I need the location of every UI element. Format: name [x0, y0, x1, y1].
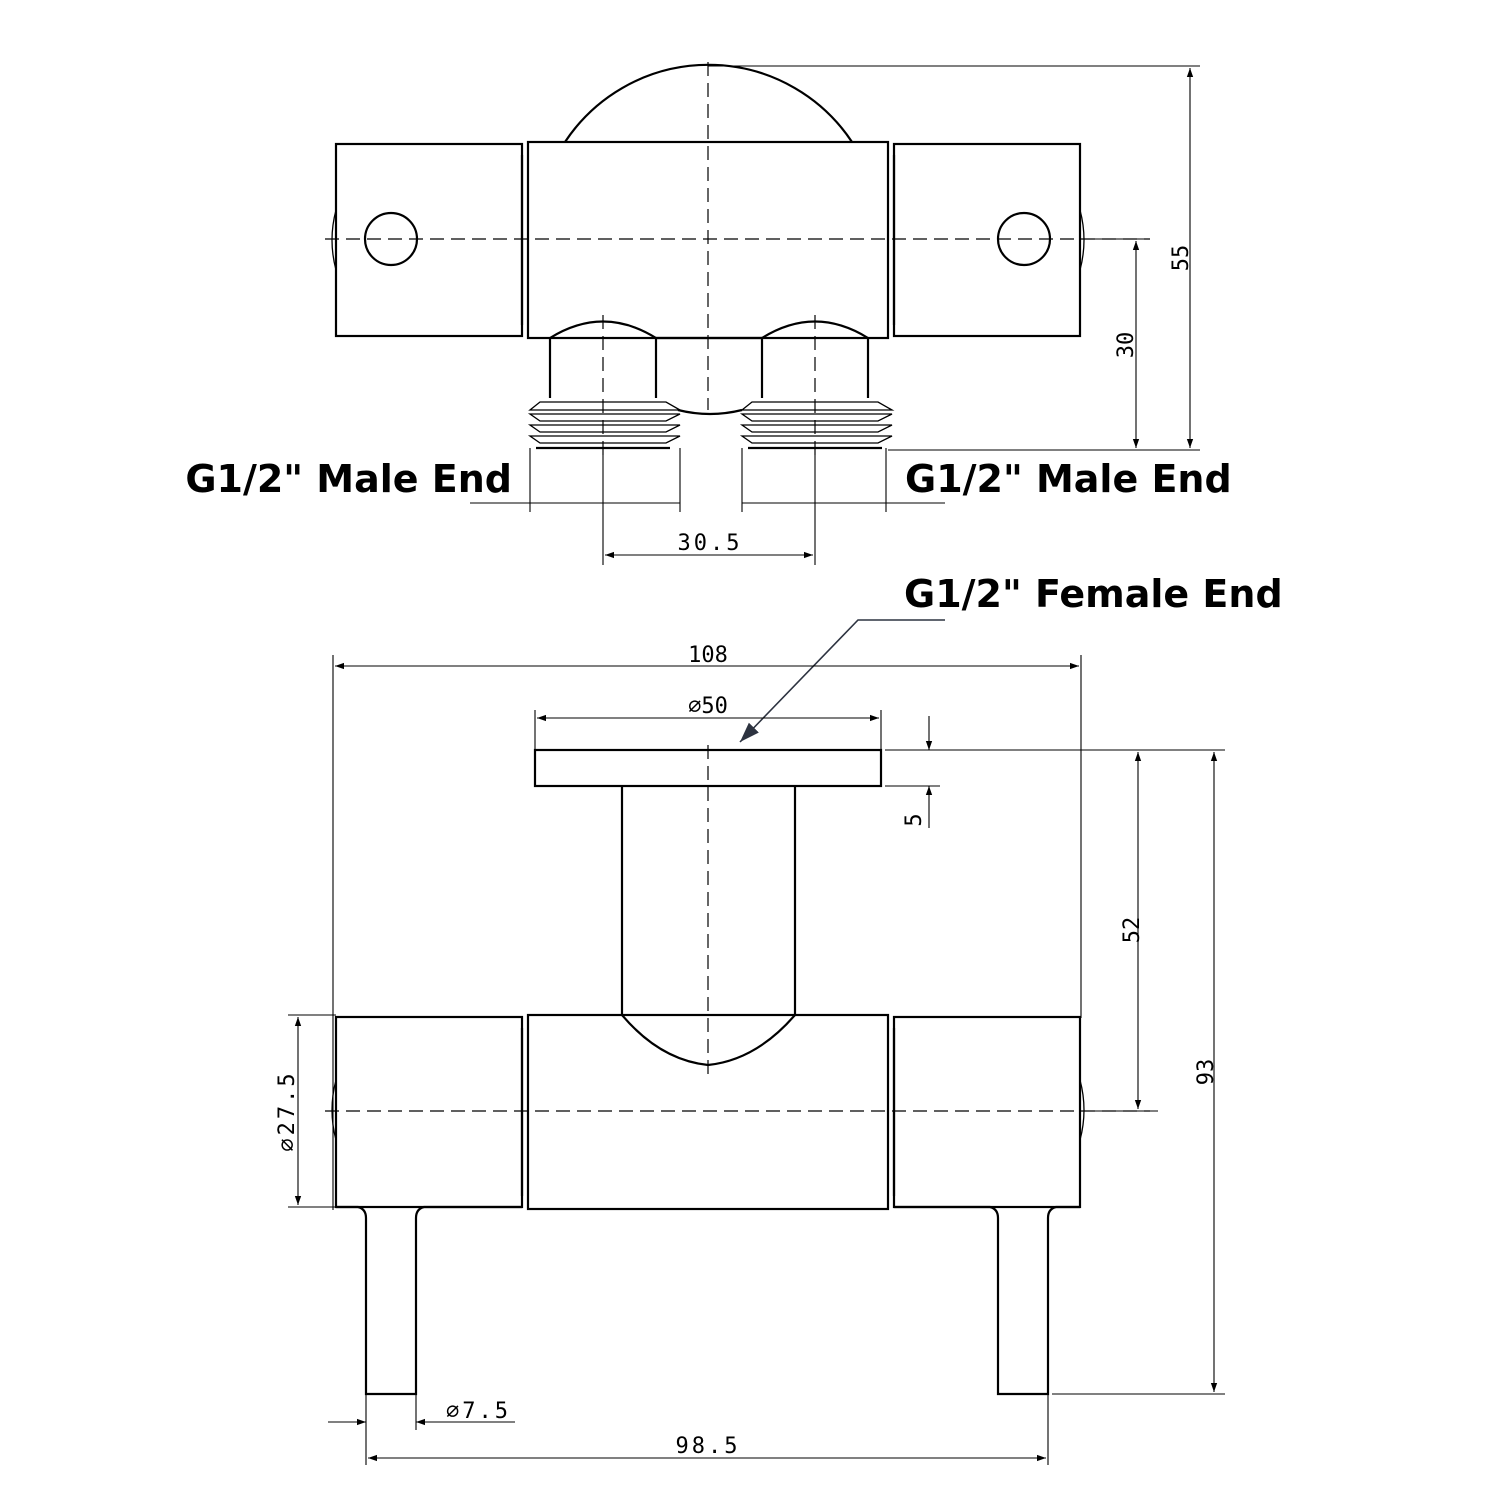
- dim-flange-diameter: ⌀50: [688, 694, 728, 719]
- callout-male-end-left: G1/2" Male End: [185, 457, 512, 501]
- dim-body-diameter: ⌀27.5: [275, 1070, 300, 1151]
- top-right-outlet: [739, 320, 895, 450]
- front-view: G1/2" Female End 108 ⌀50 5: [275, 572, 1283, 1465]
- front-right-end-block: [892, 1015, 1082, 1209]
- dim-flange-thickness: 5: [902, 813, 927, 826]
- dim-leg-spacing: 98.5: [676, 1434, 741, 1459]
- dim-outlet-spacing: 30.5: [678, 531, 743, 556]
- dim-axis-height: 52: [1120, 917, 1145, 944]
- dim-top-axis-height: 30: [1114, 332, 1139, 359]
- top-left-end-block: [334, 142, 524, 338]
- top-view: 55 30 30.5 G1/2" Male End G1/2" Male End: [185, 62, 1232, 565]
- front-left-leg: [336, 1205, 522, 1396]
- top-left-outlet: [527, 320, 683, 450]
- dim-overall-height: 93: [1194, 1059, 1219, 1086]
- dim-overall-width: 108: [688, 643, 728, 668]
- top-right-end-block: [892, 142, 1082, 338]
- front-center-body: [526, 1013, 890, 1211]
- front-left-end-block: [334, 1015, 524, 1209]
- dim-top-height: 55: [1169, 245, 1194, 272]
- callout-male-end-right: G1/2" Male End: [905, 457, 1232, 501]
- front-right-leg: [894, 1205, 1080, 1396]
- dim-leg-diameter: ⌀7.5: [446, 1399, 511, 1424]
- callout-female-end: G1/2" Female End: [904, 572, 1283, 616]
